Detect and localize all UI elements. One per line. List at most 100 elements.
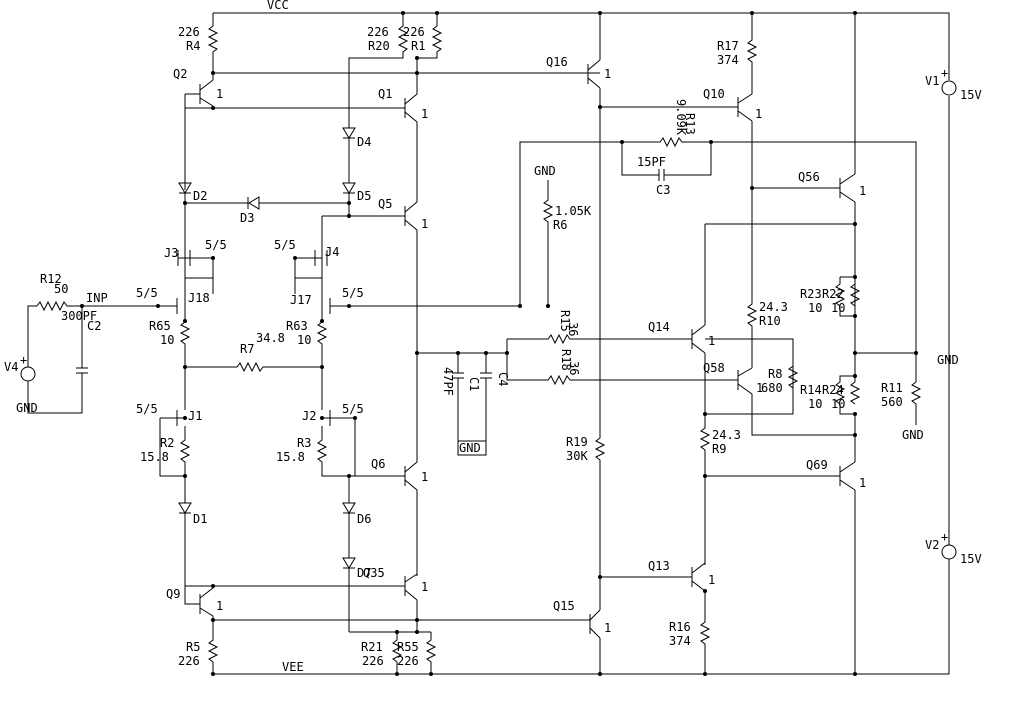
j18-name: J18 (188, 291, 210, 305)
q15-name: Q15 (553, 599, 575, 613)
resistor-r13: R13 9.09K (622, 99, 917, 382)
r13-value: 9.09K (674, 99, 688, 136)
r13-name: R13 (683, 113, 697, 135)
r11-value: 560 (881, 395, 903, 409)
feedback-wire (519, 141, 660, 306)
q10-pin: 1 (755, 107, 762, 121)
q5-pin: 1 (421, 217, 428, 231)
j4-name: J4 (325, 245, 339, 259)
transistor-q56: Q56 1 (798, 13, 866, 277)
j2-name: J2 (302, 409, 316, 423)
r55-name: R55 (397, 640, 419, 654)
j17-name: J17 (290, 293, 312, 307)
resistor-r5: R5 226 (178, 620, 219, 674)
q6-pin: 1 (421, 470, 428, 484)
capacitor-c1: 47PF C1 (441, 353, 481, 455)
resistor-r17: R17 374 (717, 13, 758, 94)
d5-name: D5 (357, 189, 371, 203)
r3-name: R3 (297, 436, 311, 450)
r9-name: R9 (712, 442, 726, 456)
d3-name: D3 (240, 211, 254, 225)
c3-name: C3 (656, 183, 670, 197)
vcc-label: VCC (267, 0, 289, 12)
d1-name: D1 (193, 512, 207, 526)
v2-plus: + (941, 530, 948, 544)
r16-name: R16 (669, 620, 691, 634)
resistor-r63: R63 10 (286, 314, 328, 367)
r5-name: R5 (186, 640, 200, 654)
q58-pin: 1 (756, 381, 763, 395)
r21-value: 226 (362, 654, 384, 668)
resistor-r22: R22 10 (822, 283, 861, 315)
r17-name: R17 (717, 39, 739, 53)
c1-value: 47PF (441, 367, 455, 396)
transistor-q15: Q15 1 (553, 577, 611, 674)
j2-size: 5/5 (342, 402, 364, 416)
q69-pin: 1 (859, 476, 866, 490)
junction-dots (80, 11, 918, 676)
r10-value: 24.3 (759, 300, 788, 314)
transistor-q35: Q35 1 (363, 566, 428, 632)
diode-d1: D1 (178, 476, 207, 586)
transistor-q16: Q16 1 (546, 13, 611, 430)
gnd-label-c4: GND (459, 441, 481, 455)
transistor-q2: Q2 1 (173, 67, 223, 190)
r8-name: R8 (768, 367, 782, 381)
c1-name: C1 (467, 377, 481, 391)
resistor-r24: R24 10 (822, 381, 861, 411)
r63-value: 10 (297, 333, 311, 347)
c4-name: C4 (496, 372, 510, 386)
q35-pin: 1 (421, 580, 428, 594)
r2-name: R2 (160, 436, 174, 450)
vee-rail: VEE (213, 567, 950, 675)
q69-name: Q69 (806, 458, 828, 472)
r6-name: R6 (553, 218, 567, 232)
q14-pin: 1 (708, 334, 715, 348)
r15-value: 36 (566, 322, 580, 336)
r14-name: R14 (800, 383, 822, 397)
c2-value: 300PF (61, 309, 97, 323)
j1-name: J1 (188, 409, 202, 423)
r20-name: R20 (368, 39, 390, 53)
r14-value: 10 (808, 397, 822, 411)
q58-name: Q58 (703, 361, 725, 375)
q2-name: Q2 (173, 67, 187, 81)
r6-value: 1.05K (555, 204, 592, 218)
source-v1: V1 + 15V (925, 66, 982, 102)
source-v4: V4 + GND (4, 305, 83, 415)
c2-name: C2 (87, 319, 101, 333)
r23-name: R23 (800, 287, 822, 301)
r63-name: R63 (286, 319, 308, 333)
r21-name: R21 (361, 640, 383, 654)
jfet-j3: J3 5/5 (164, 203, 227, 278)
q56-pin: 1 (859, 184, 866, 198)
resistor-r65: R65 10 (149, 314, 191, 367)
v2-value: 15V (960, 552, 982, 566)
r55-value: 226 (397, 654, 419, 668)
resistor-r10: 24.3 R10 (746, 300, 788, 368)
v2-name: V2 (925, 538, 939, 552)
v1-plus: + (941, 66, 948, 80)
r10-name: R10 (759, 314, 781, 328)
r18-name: R18 (559, 349, 573, 371)
r18-value: 36 (567, 361, 581, 375)
r2-value: 15.8 (140, 450, 169, 464)
inp-label: INP (86, 291, 108, 305)
q9-name: Q9 (166, 587, 180, 601)
transistor-q5: Q5 1 (322, 197, 428, 462)
transistor-q69: Q69 1 (806, 435, 866, 674)
q13-pin: 1 (708, 573, 715, 587)
resistor-r21: R21 226 (349, 631, 431, 674)
j3-name: J3 (164, 246, 178, 260)
r20-value: 226 (367, 25, 389, 39)
r12-value: 50 (54, 282, 68, 296)
r22-name: R22 (822, 287, 844, 301)
resistor-r11: R11 560 GND (881, 381, 924, 442)
r16-value: 374 (669, 634, 691, 648)
diode-d3: D3 (185, 196, 349, 225)
resistor-r12: R12 50 (36, 272, 82, 312)
r24-value: 10 (831, 397, 845, 411)
q5-name: Q5 (378, 197, 392, 211)
jfet-j18: 5/5 J18 (136, 277, 214, 314)
